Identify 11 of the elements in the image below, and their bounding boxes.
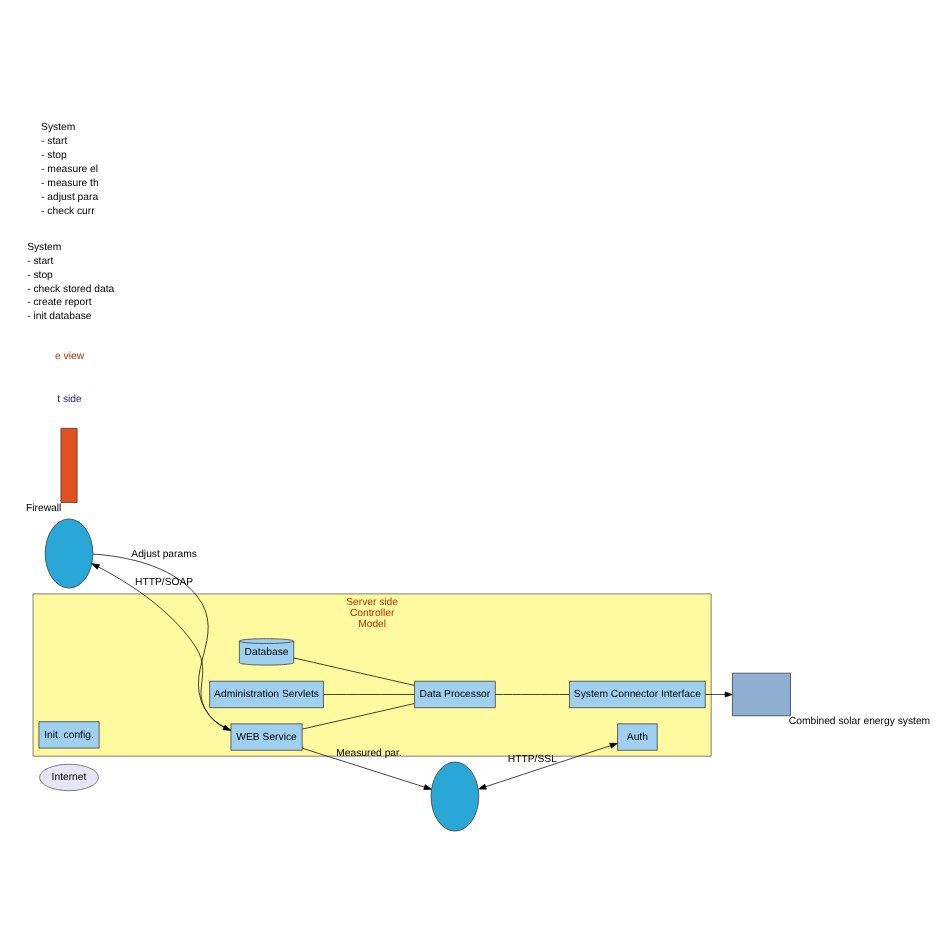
arrow [301, 747, 432, 790]
connector [293, 657, 415, 686]
node-box [60, 427, 78, 503]
node-circle [430, 761, 480, 832]
node-box [732, 672, 791, 717]
arrow [705, 691, 733, 698]
connector [301, 703, 415, 730]
connector [495, 694, 570, 695]
connector [323, 694, 415, 695]
node-circle [44, 518, 94, 589]
arrow [478, 742, 618, 790]
